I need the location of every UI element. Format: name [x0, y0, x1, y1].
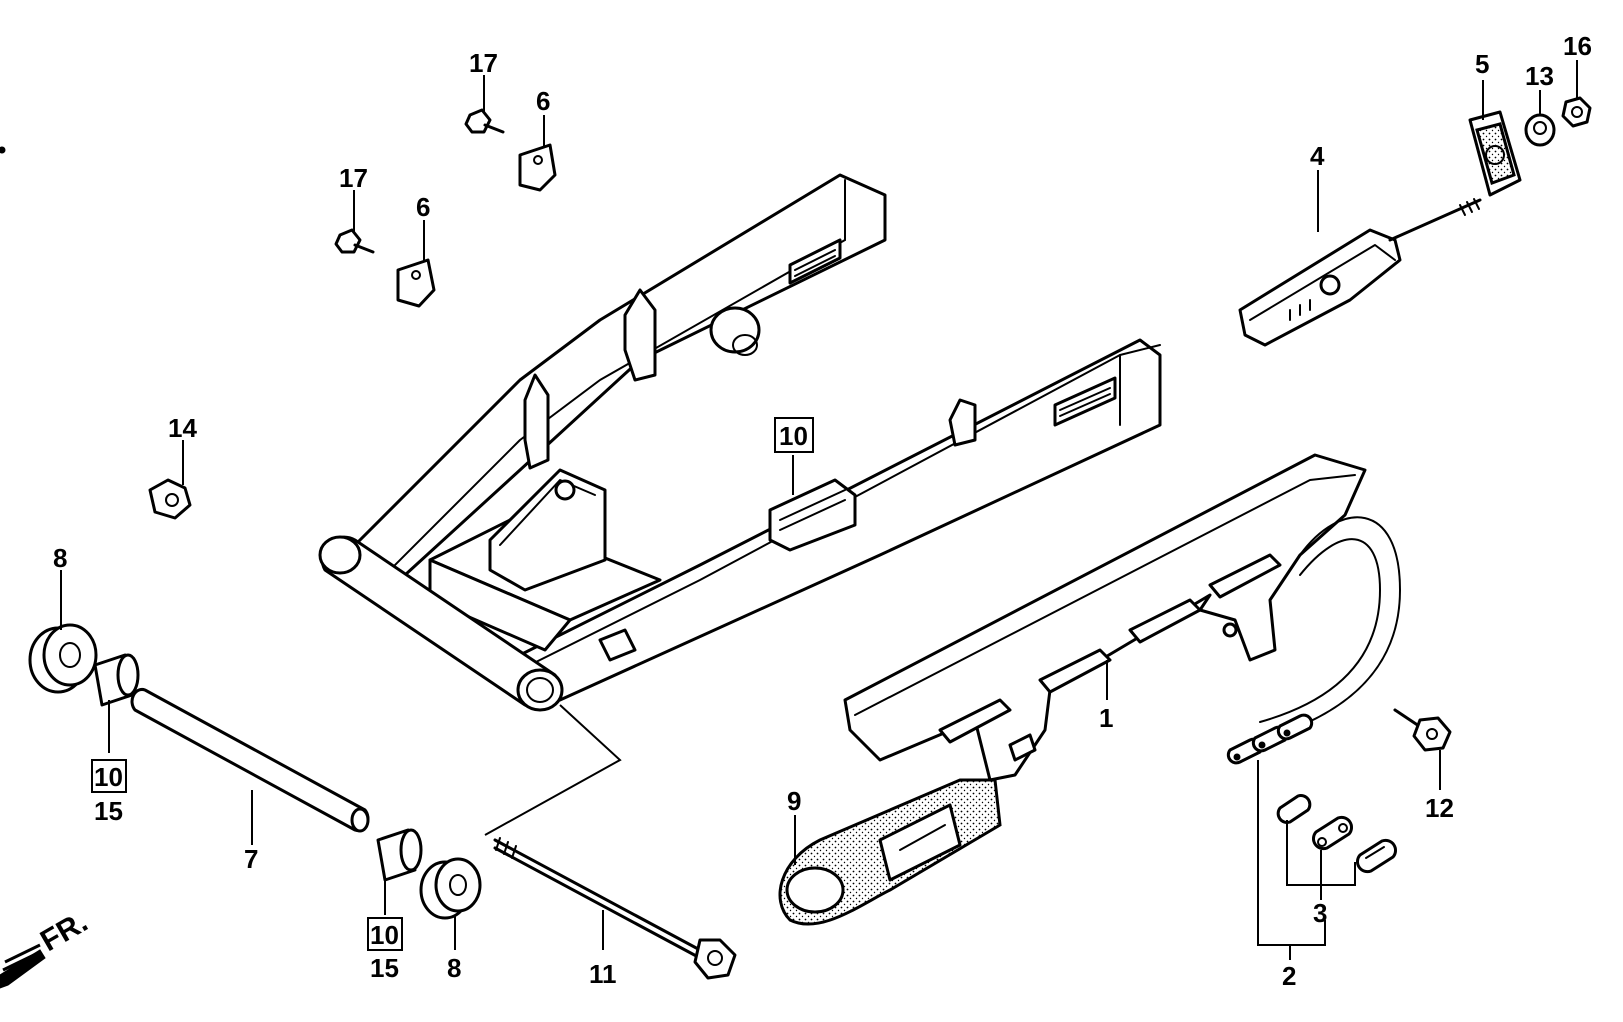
callout-7: 7	[244, 844, 258, 874]
nut-14	[148, 478, 192, 520]
dust-seal-left	[28, 623, 98, 694]
chain-case	[843, 453, 1367, 782]
callout-12: 12	[1425, 793, 1454, 823]
chain-segment	[1226, 713, 1314, 765]
callout-10-center: 10	[779, 421, 808, 451]
leader-lines	[60, 60, 1578, 960]
chain-adjuster	[1238, 198, 1482, 347]
master-link	[1276, 794, 1398, 874]
callout-10-right: 10	[370, 920, 399, 950]
callout-10-right-box	[367, 917, 403, 951]
dust-seal-right	[419, 857, 482, 920]
washer-13	[1524, 113, 1556, 147]
callout-10-left: 10	[94, 762, 123, 792]
fr-label: FR.	[35, 905, 93, 958]
callout-6-upper: 6	[536, 86, 550, 116]
chain-guide-clip-lower	[396, 258, 436, 308]
callout-2: 2	[1282, 961, 1296, 991]
needle-bearing-right	[376, 828, 423, 882]
pivot-collar	[130, 687, 370, 833]
callout-10-left-box	[91, 759, 127, 793]
callout-8-left: 8	[53, 543, 67, 573]
callout-4: 4	[1310, 141, 1325, 171]
callout-17-lower: 17	[339, 163, 368, 193]
callout-16: 16	[1563, 31, 1592, 61]
callout-10-center-box	[774, 417, 814, 453]
bolt-12	[1393, 708, 1452, 752]
front-direction-arrow: FR.	[0, 905, 93, 989]
callout-6-lower: 6	[416, 192, 430, 222]
callout-13: 13	[1525, 61, 1554, 91]
adjuster-plate	[1468, 110, 1522, 197]
callout-3: 3	[1313, 898, 1327, 928]
screw-17-lower	[334, 228, 375, 254]
axle-leader-line	[484, 704, 622, 836]
pivot-bolt	[493, 837, 737, 980]
callout-11: 11	[589, 959, 617, 989]
callout-15-left: 15	[94, 796, 123, 826]
chain-guide-clip-upper	[518, 143, 557, 192]
callout-17-upper: 17	[469, 48, 498, 78]
swingarm	[318, 173, 1162, 712]
callout-9: 9	[787, 786, 801, 816]
callout-5: 5	[1475, 49, 1489, 79]
edge-mark	[0, 146, 6, 154]
screw-17-upper	[464, 108, 505, 134]
chain-slider	[778, 778, 1002, 926]
drive-chain	[1259, 516, 1401, 741]
callout-numbers: 17 6 17 6 14 8 10 15 7 10 15 8 11 9 10 1…	[53, 31, 1592, 991]
nut-16	[1561, 96, 1592, 128]
callout-15-right: 15	[370, 953, 399, 983]
callout-1: 1	[1099, 703, 1113, 733]
callout-8-right: 8	[447, 953, 461, 983]
callout-14: 14	[168, 413, 197, 443]
